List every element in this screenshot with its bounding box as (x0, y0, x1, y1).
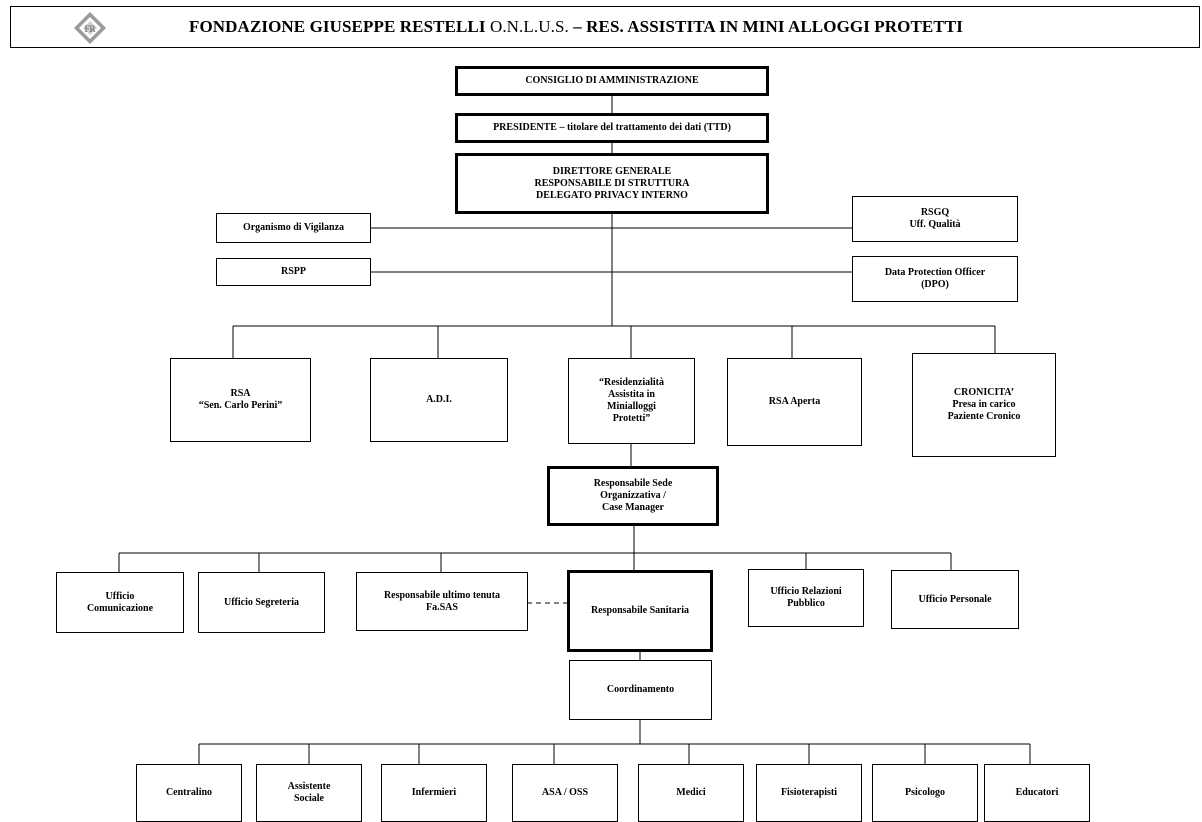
node-assistente-sociale: Assistente Sociale (256, 764, 362, 822)
foundation-logo-icon: FR (74, 12, 106, 44)
node-direttore-generale: DIRETTORE GENERALE RESPONSABILE DI STRUT… (455, 153, 769, 214)
node-adi: A.D.I. (370, 358, 508, 442)
node-responsabile-fasas: Responsabile ultimo tenuta Fa.SAS (356, 572, 528, 631)
node-educatori: Educatori (984, 764, 1090, 822)
document-title: FONDAZIONE GIUSEPPE RESTELLI O.N.L.U.S. … (189, 17, 963, 36)
node-residenzialita: “Residenzialità Assistita in Minialloggi… (568, 358, 695, 444)
node-ufficio-personale: Ufficio Personale (891, 570, 1019, 629)
svg-text:FR: FR (84, 24, 95, 34)
node-rsa-aperta: RSA Aperta (727, 358, 862, 446)
node-psicologo: Psicologo (872, 764, 978, 822)
document-header: FR FONDAZIONE GIUSEPPE RESTELLI O.N.L.U.… (10, 6, 1200, 48)
node-rsa: RSA “Sen. Carlo Perini” (170, 358, 311, 442)
node-responsabile-sanitaria: Responsabile Sanitaria (567, 570, 713, 652)
node-coordinamento: Coordinamento (569, 660, 712, 720)
node-asa-oss: ASA / OSS (512, 764, 618, 822)
node-medici: Medici (638, 764, 744, 822)
node-responsabile-sede: Responsabile Sede Organizzativa / Case M… (547, 466, 719, 526)
node-fisioterapisti: Fisioterapisti (756, 764, 862, 822)
node-infermieri: Infermieri (381, 764, 487, 822)
node-dpo: Data Protection Officer (DPO) (852, 256, 1018, 302)
node-consiglio-amministrazione: CONSIGLIO DI AMMINISTRAZIONE (455, 66, 769, 96)
node-ufficio-relazioni: Ufficio Relazioni Pubblico (748, 569, 864, 627)
node-presidente: PRESIDENTE – titolare del trattamento de… (455, 113, 769, 143)
node-cronicita: CRONICITA’ Presa in carico Paziente Cron… (912, 353, 1056, 457)
node-rspp: RSPP (216, 258, 371, 286)
node-ufficio-comunicazione: Ufficio Comunicazione (56, 572, 184, 633)
node-ufficio-segreteria: Ufficio Segreteria (198, 572, 325, 633)
node-centralino: Centralino (136, 764, 242, 822)
node-rsgq: RSGQ Uff. Qualità (852, 196, 1018, 242)
node-organismo-vigilanza: Organismo di Vigilanza (216, 213, 371, 243)
